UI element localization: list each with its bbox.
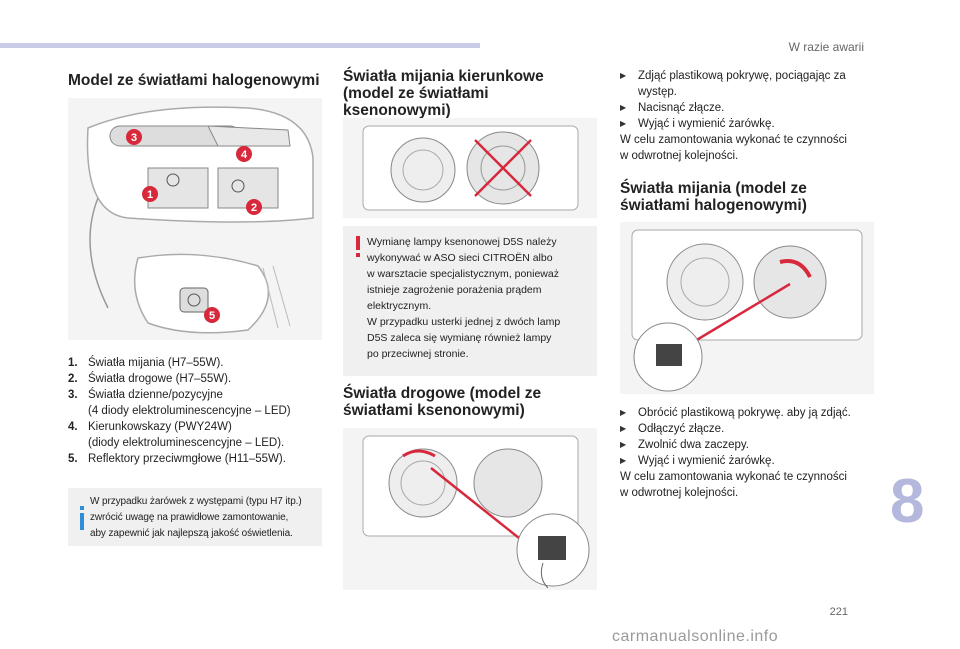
bullet-icon: ▶	[620, 71, 627, 80]
svg-text:1: 1	[147, 189, 153, 201]
chapter-number: 8	[890, 467, 925, 536]
halogen-lowbeam-figure	[620, 222, 874, 394]
bullet-icon: ▶	[620, 456, 627, 465]
svg-text:3: 3	[131, 132, 137, 144]
svg-text:2: 2	[251, 202, 257, 214]
halogen-steps: ▶Obrócić plastikową pokrywę. aby ją zdją…	[620, 405, 880, 501]
xenon-lowbeam-figure	[343, 118, 597, 218]
xenon-lowbeam-illustration	[362, 125, 579, 211]
bullet-icon: ▶	[620, 440, 627, 449]
list-item: ▶Wyjąć i wymienić żarówkę.	[620, 118, 775, 130]
header-bar	[0, 43, 480, 48]
warning-line: w warsztacie specjalistycznym, ponieważ	[367, 268, 559, 280]
warning-line: po przeciwnej stronie.	[367, 348, 469, 360]
callout-badge-1: 1	[142, 186, 158, 202]
warning-line: istnieje zagrożenie porażenia prądem	[367, 284, 542, 296]
info-note: W przypadku żarówek z występami (typu H7…	[68, 488, 322, 546]
instruction-line: W celu zamontowania wykonać te czynności	[620, 134, 847, 146]
bullet-icon: ▶	[620, 103, 627, 112]
instruction-line: W celu zamontowania wykonać te czynności	[620, 471, 847, 483]
callout-badge-5: 5	[204, 307, 220, 323]
halogen-lowbeam-illustration	[631, 229, 863, 392]
warning-line: elektrycznym.	[367, 300, 432, 312]
list-item: 4.Kierunkowskazy (PWY24W)(diody elektrol…	[68, 421, 285, 449]
list-item: ▶Obrócić plastikową pokrywę. aby ją zdją…	[620, 407, 851, 419]
svg-text:5: 5	[209, 310, 215, 322]
callout-badge-4: 4	[236, 146, 252, 162]
middle-title-2: Światła drogowe (model ze światłami ksen…	[343, 385, 542, 419]
list-item: ▶Zwolnić dwa zaczepy.	[620, 439, 749, 451]
left-title: Model ze światłami halogenowymi	[68, 72, 320, 89]
section-title: W razie awarii	[788, 40, 864, 54]
list-item: 5.Reflektory przeciwmgłowe (H11–55W).	[68, 453, 286, 465]
list-item: ▶Wyjąć i wymienić żarówkę.	[620, 455, 775, 467]
bullet-icon: ▶	[620, 424, 627, 433]
right-title: Światła mijania (model ze światłami halo…	[620, 180, 807, 214]
info-icon	[80, 506, 84, 530]
list-item: 2.Światła drogowe (H7–55W).	[68, 373, 232, 385]
warning-line: wykonywać w ASO sieci CITROËN albo	[367, 252, 553, 264]
callout-badge-2: 2	[246, 199, 262, 215]
callout-badge-3: 3	[126, 129, 142, 145]
headlight-switch-figure: 3 4 1 2 5	[68, 98, 322, 340]
bullet-icon: ▶	[620, 408, 627, 417]
list-item: ▶Nacisnąć złącze.	[620, 102, 725, 114]
list-item: ▶Zdjąć plastikową pokrywę, pociągając za…	[620, 70, 846, 98]
list-item: 3.Światła dzienne/pozycyjne(4 diody elek…	[68, 389, 291, 417]
warning-note: Wymianę lampy ksenonowej D5S należy wyko…	[343, 226, 597, 376]
bullet-icon: ▶	[620, 119, 627, 128]
warning-line: Wymianę lampy ksenonowej D5S należy	[367, 236, 557, 248]
list-item: 1.Światła mijania (H7–55W).	[68, 357, 224, 369]
warning-line: D5S zaleca się wymianę również lampy	[367, 332, 552, 344]
warning-line: W przypadku usterki jednej z dwóch lamp	[367, 316, 561, 328]
warning-icon	[356, 236, 360, 257]
middle-title-1: Światła mijania kierunkowe (model ze świ…	[343, 68, 544, 119]
watermark: carmanualsonline.info	[612, 628, 779, 645]
bulb-list: 1.Światła mijania (H7–55W). 2.Światła dr…	[68, 355, 328, 467]
list-item: ▶Odłączyć złącze.	[620, 423, 725, 435]
page-number: 221	[829, 606, 848, 618]
xenon-highbeam-illustration	[362, 435, 590, 589]
note-line: zwrócić uwagę na prawidłowe zamontowanie…	[90, 512, 289, 523]
note-line: aby zapewnić jak najlepszą jakość oświet…	[90, 528, 293, 539]
headlight-illustration: 3 4 1 2 5	[86, 106, 314, 334]
note-line: W przypadku żarówek z występami (typu H7…	[90, 496, 302, 507]
instruction-line: w odwrotnej kolejności.	[620, 487, 739, 499]
xenon-highbeam-figure	[343, 428, 597, 590]
svg-text:4: 4	[241, 149, 248, 161]
xenon-steps: ▶Zdjąć plastikową pokrywę, pociągając za…	[620, 68, 880, 164]
instruction-line: w odwrotnej kolejności.	[620, 150, 739, 162]
